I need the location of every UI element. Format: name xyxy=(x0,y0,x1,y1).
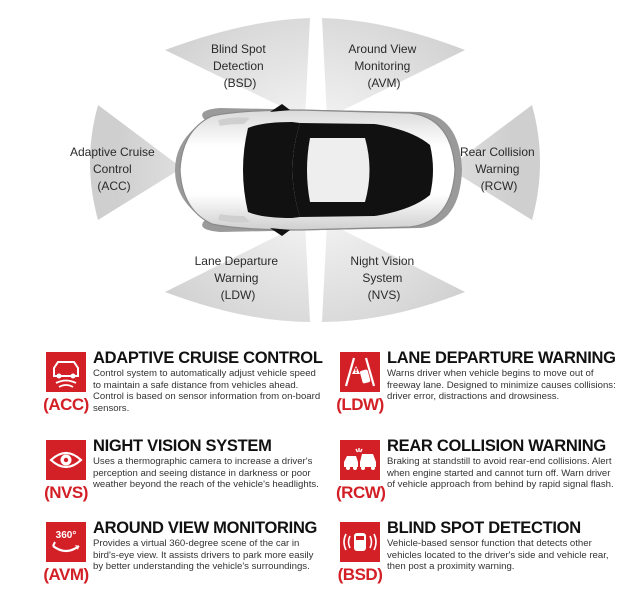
feature-rcw-desc: Braking at standstill to avoid rear-end … xyxy=(387,456,614,491)
360-view-icon: 360° xyxy=(46,522,86,562)
feature-bsd-abbr: (BSD) xyxy=(337,565,383,584)
feature-acc-desc: Control system to automatically adjust v… xyxy=(93,368,321,414)
feature-avm-desc: Provides a virtual 360-degree scene of t… xyxy=(93,538,314,573)
feature-nvs-abbr: (NVS) xyxy=(44,483,88,502)
feature-acc-title: ADAPTIVE CRUISE CONTROL xyxy=(93,349,323,367)
feature-nvs-desc: Uses a thermographic camera to increase … xyxy=(93,456,319,491)
bsd-sector xyxy=(165,18,310,118)
adaptive-cruise-icon xyxy=(46,352,86,392)
feature-bsd-title: BLIND SPOT DETECTION xyxy=(387,519,581,537)
feature-avm-title: AROUND VIEW MONITORING xyxy=(93,519,318,537)
car-top-view xyxy=(175,104,462,236)
rcw-sector-label: Rear Collision Warning (RCW) xyxy=(460,145,538,193)
feature-rcw-title: REAR COLLISION WARNING xyxy=(387,437,606,455)
lane-departure-icon xyxy=(340,352,380,392)
nvs-sector xyxy=(322,222,465,322)
svg-text:360°: 360° xyxy=(56,530,77,541)
feature-avm-abbr: (AVM) xyxy=(43,565,89,584)
feature-ldw-desc: Warns driver when vehicle begins to move… xyxy=(387,368,616,403)
eye-icon xyxy=(46,440,86,480)
rear-collision-icon xyxy=(340,440,380,480)
feature-acc-abbr: (ACC) xyxy=(43,395,89,414)
feature-bsd: (BSD) BLIND SPOT DETECTION Vehicle-based… xyxy=(338,519,630,602)
feature-ldw: (LDW) LANE DEPARTURE WARNING Warns drive… xyxy=(336,349,630,432)
feature-ldw-abbr: (LDW) xyxy=(336,395,384,414)
feature-rcw: (RCW) REAR COLLISION WARNING Braking at … xyxy=(336,437,630,520)
ldw-sector-label: Lane Departure Warning (LDW) xyxy=(195,254,282,302)
acc-sector xyxy=(90,105,182,220)
feature-rcw-abbr: (RCW) xyxy=(336,483,386,502)
feature-nvs: (NVS) NIGHT VISION SYSTEM Uses a thermog… xyxy=(44,437,336,520)
blind-spot-icon xyxy=(340,522,380,562)
feature-acc: (ACC) ADAPTIVE CRUISE CONTROL Control sy… xyxy=(43,349,336,432)
rcw-sector xyxy=(448,105,540,220)
bsd-sector-label: Blind Spot Detection (BSD) xyxy=(211,42,269,90)
feature-avm: 360° (AVM) AROUND VIEW MONITORING Provid… xyxy=(43,519,336,602)
ldw-sector xyxy=(165,222,310,322)
acc-sector-label: Adaptive Cruise Control (ACC) xyxy=(70,145,158,193)
avm-sector-label: Around View Monitoring (AVM) xyxy=(348,42,419,90)
avm-sector xyxy=(322,18,465,118)
nvs-sector-label: Night Vision System (NVS) xyxy=(350,254,417,302)
feature-nvs-title: NIGHT VISION SYSTEM xyxy=(93,437,272,455)
feature-ldw-title: LANE DEPARTURE WARNING xyxy=(387,349,616,367)
feature-bsd-desc: Vehicle-based sensor function that detec… xyxy=(387,538,609,573)
adas-sensor-diagram: Blind Spot Detection (BSD) Around View M… xyxy=(70,18,540,322)
